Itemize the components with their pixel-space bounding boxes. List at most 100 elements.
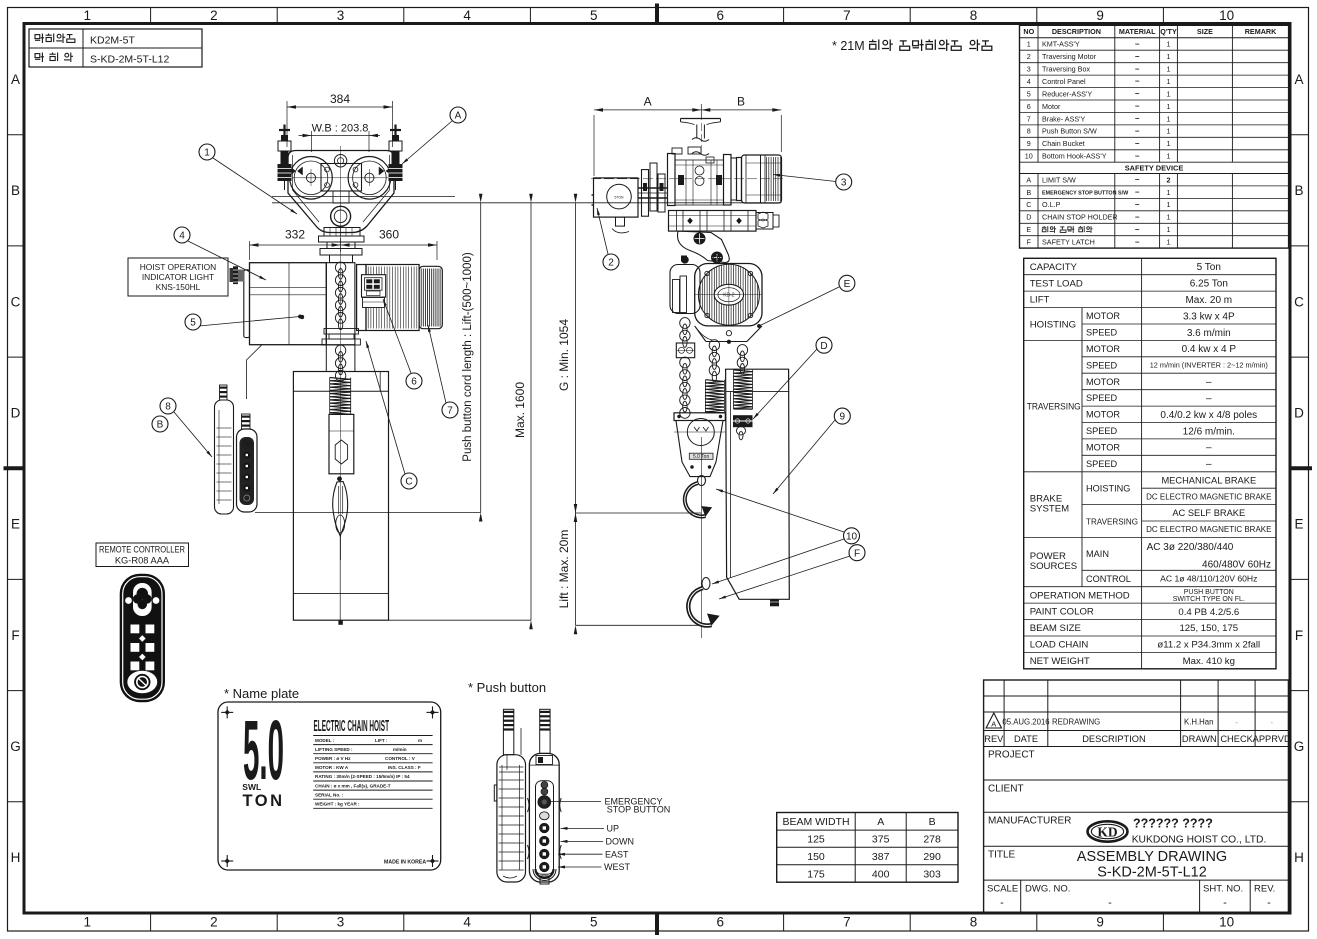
svg-text:D: D (1294, 406, 1304, 421)
svg-text:AC SELF BRAKE: AC SELF BRAKE (1172, 508, 1245, 518)
svg-text:DWG. NO.: DWG. NO. (1025, 884, 1070, 895)
svg-text:6.25 Ton: 6.25 Ton (1190, 279, 1228, 290)
svg-text:ø11.2 x P34.3mm x 2fall: ø11.2 x P34.3mm x 2fall (1157, 640, 1260, 651)
svg-text:MOTOR: MOTOR (1086, 311, 1120, 321)
svg-text:SWITCH TYPE ON FL.: SWITCH TYPE ON FL. (1173, 596, 1245, 603)
svg-text:D: D (820, 341, 827, 352)
svg-text:DESCRIPTION: DESCRIPTION (1082, 734, 1146, 744)
svg-text:-: - (1267, 897, 1271, 909)
svg-text:1: 1 (1167, 213, 1171, 222)
svg-text:KD2M-5T: KD2M-5T (90, 35, 136, 47)
svg-text:MOTOR: MOTOR (1086, 410, 1120, 420)
svg-text:A: A (644, 95, 652, 109)
svg-text:DRAWN: DRAWN (1182, 734, 1217, 744)
svg-text:SPEED: SPEED (1086, 393, 1118, 403)
svg-text:5: 5 (1027, 89, 1031, 98)
svg-text:–: – (1135, 212, 1140, 221)
svg-text:NO: NO (1023, 27, 1034, 36)
svg-text:HOISTING: HOISTING (1086, 484, 1130, 494)
svg-text:E: E (11, 517, 20, 532)
svg-text:1: 1 (204, 148, 210, 159)
svg-text:DATE: DATE (1014, 734, 1038, 744)
svg-text:KD: KD (1097, 825, 1118, 840)
svg-text:HOIST OPERATION: HOIST OPERATION (140, 262, 216, 272)
svg-text:LIMIT S/W: LIMIT S/W (1042, 175, 1076, 184)
svg-text:–: – (1135, 52, 1140, 61)
svg-text:Max. 1600: Max. 1600 (513, 382, 527, 438)
svg-text:SERIAL No. :: SERIAL No. : (315, 792, 344, 797)
svg-text:Push Button S/W: Push Button S/W (1042, 127, 1097, 136)
svg-text:–: – (1135, 114, 1140, 123)
svg-text:STOP BUTTON: STOP BUTTON (607, 804, 671, 814)
svg-text:–: – (1135, 127, 1140, 136)
svg-text:1: 1 (1167, 152, 1171, 161)
svg-text:Reducer-ASS'Y: Reducer-ASS'Y (1042, 89, 1092, 98)
svg-text:SPEED: SPEED (1086, 426, 1118, 436)
svg-text:B: B (737, 95, 745, 109)
svg-text:POWER: POWER (1030, 551, 1066, 562)
svg-text:BEAM WIDTH: BEAM WIDTH (782, 816, 849, 828)
svg-text:400: 400 (872, 868, 890, 880)
svg-text:m: m (418, 738, 422, 743)
svg-text:E: E (1026, 225, 1031, 234)
svg-text:EMERGENCY: EMERGENCY (605, 796, 663, 806)
svg-text:1: 1 (1167, 225, 1171, 234)
svg-text:K.H.Han: K.H.Han (1184, 718, 1213, 727)
svg-text:SIZE: SIZE (1197, 27, 1213, 36)
svg-text:REMARK: REMARK (1245, 27, 1277, 36)
svg-text:2: 2 (608, 258, 614, 269)
svg-text:MATERIAL: MATERIAL (1119, 27, 1156, 36)
svg-text:4: 4 (1027, 77, 1031, 86)
svg-text:C: C (11, 294, 21, 309)
svg-text:278: 278 (923, 834, 941, 846)
svg-text:REV: REV (984, 734, 1004, 744)
svg-text:HOISTING: HOISTING (1030, 319, 1076, 330)
svg-text:SPEED: SPEED (1086, 328, 1118, 338)
svg-text:Chain Bucket: Chain Bucket (1042, 139, 1085, 148)
svg-text:3: 3 (1027, 65, 1031, 74)
svg-text:LIFT: LIFT (1030, 295, 1050, 306)
svg-text:1: 1 (1167, 188, 1171, 197)
svg-text:EAST: EAST (605, 849, 629, 859)
svg-text:9: 9 (1027, 139, 1031, 148)
svg-text:A: A (877, 816, 884, 828)
svg-text:–: – (1135, 188, 1140, 197)
svg-text:AC 1ø 48/110/120V 60Hz: AC 1ø 48/110/120V 60Hz (1160, 574, 1257, 584)
svg-text:0.4/0.2 kw x 4/8 poles: 0.4/0.2 kw x 4/8 poles (1160, 410, 1257, 421)
svg-text:REMOTE CONTROLLER: REMOTE CONTROLLER (99, 545, 185, 555)
svg-text:TRAVERSING: TRAVERSING (1027, 402, 1081, 412)
svg-text:5: 5 (590, 915, 598, 930)
svg-text:KG-R08 AAA: KG-R08 AAA (115, 555, 170, 565)
svg-text:A: A (991, 720, 996, 729)
svg-text:DESCRIPTION: DESCRIPTION (1052, 27, 1101, 36)
svg-text:SCALE: SCALE (987, 884, 1018, 895)
svg-text:TEST LOAD: TEST LOAD (1030, 278, 1083, 289)
svg-text:B: B (1026, 188, 1031, 197)
svg-text:9: 9 (840, 412, 846, 423)
svg-text:125: 125 (807, 834, 825, 846)
svg-text:–: – (1135, 77, 1140, 86)
svg-text:5.0: 5.0 (243, 703, 284, 797)
svg-text:–: – (1135, 39, 1140, 48)
svg-text:LIFTING SPEED :: LIFTING SPEED : (315, 747, 353, 752)
svg-text:9: 9 (1096, 915, 1104, 930)
svg-text:4: 4 (179, 231, 185, 242)
svg-text:MANUFACTURER: MANUFACTURER (988, 816, 1071, 827)
svg-text:7: 7 (843, 915, 851, 930)
svg-text:SPEED: SPEED (1086, 459, 1118, 469)
svg-text:SYSTEM: SYSTEM (1030, 504, 1069, 515)
svg-text:INDICATOR LIGHT: INDICATOR LIGHT (142, 272, 214, 282)
svg-text:3.6 m/min: 3.6 m/min (1187, 328, 1231, 339)
svg-text:MAIN: MAIN (1086, 549, 1109, 559)
svg-text:Push button cord length : Lift: Push button cord length : Lift-(500~1000… (462, 252, 474, 462)
svg-text:F: F (11, 628, 19, 643)
svg-text:7: 7 (447, 406, 453, 417)
svg-text:5: 5 (590, 8, 598, 23)
svg-text:8: 8 (970, 915, 978, 930)
svg-text:SAFETY LATCH: SAFETY LATCH (1042, 238, 1095, 247)
svg-text:EMERGENCY STOP BUTTON S/W: EMERGENCY STOP BUTTON S/W (1042, 190, 1129, 196)
svg-text:MOTOR: MOTOR (1086, 344, 1120, 354)
svg-text:MADE IN KOREA: MADE IN KOREA (384, 860, 426, 866)
svg-text:ASSEMBLY DRAWING: ASSEMBLY DRAWING (1077, 849, 1227, 865)
svg-text:375: 375 (872, 834, 890, 846)
